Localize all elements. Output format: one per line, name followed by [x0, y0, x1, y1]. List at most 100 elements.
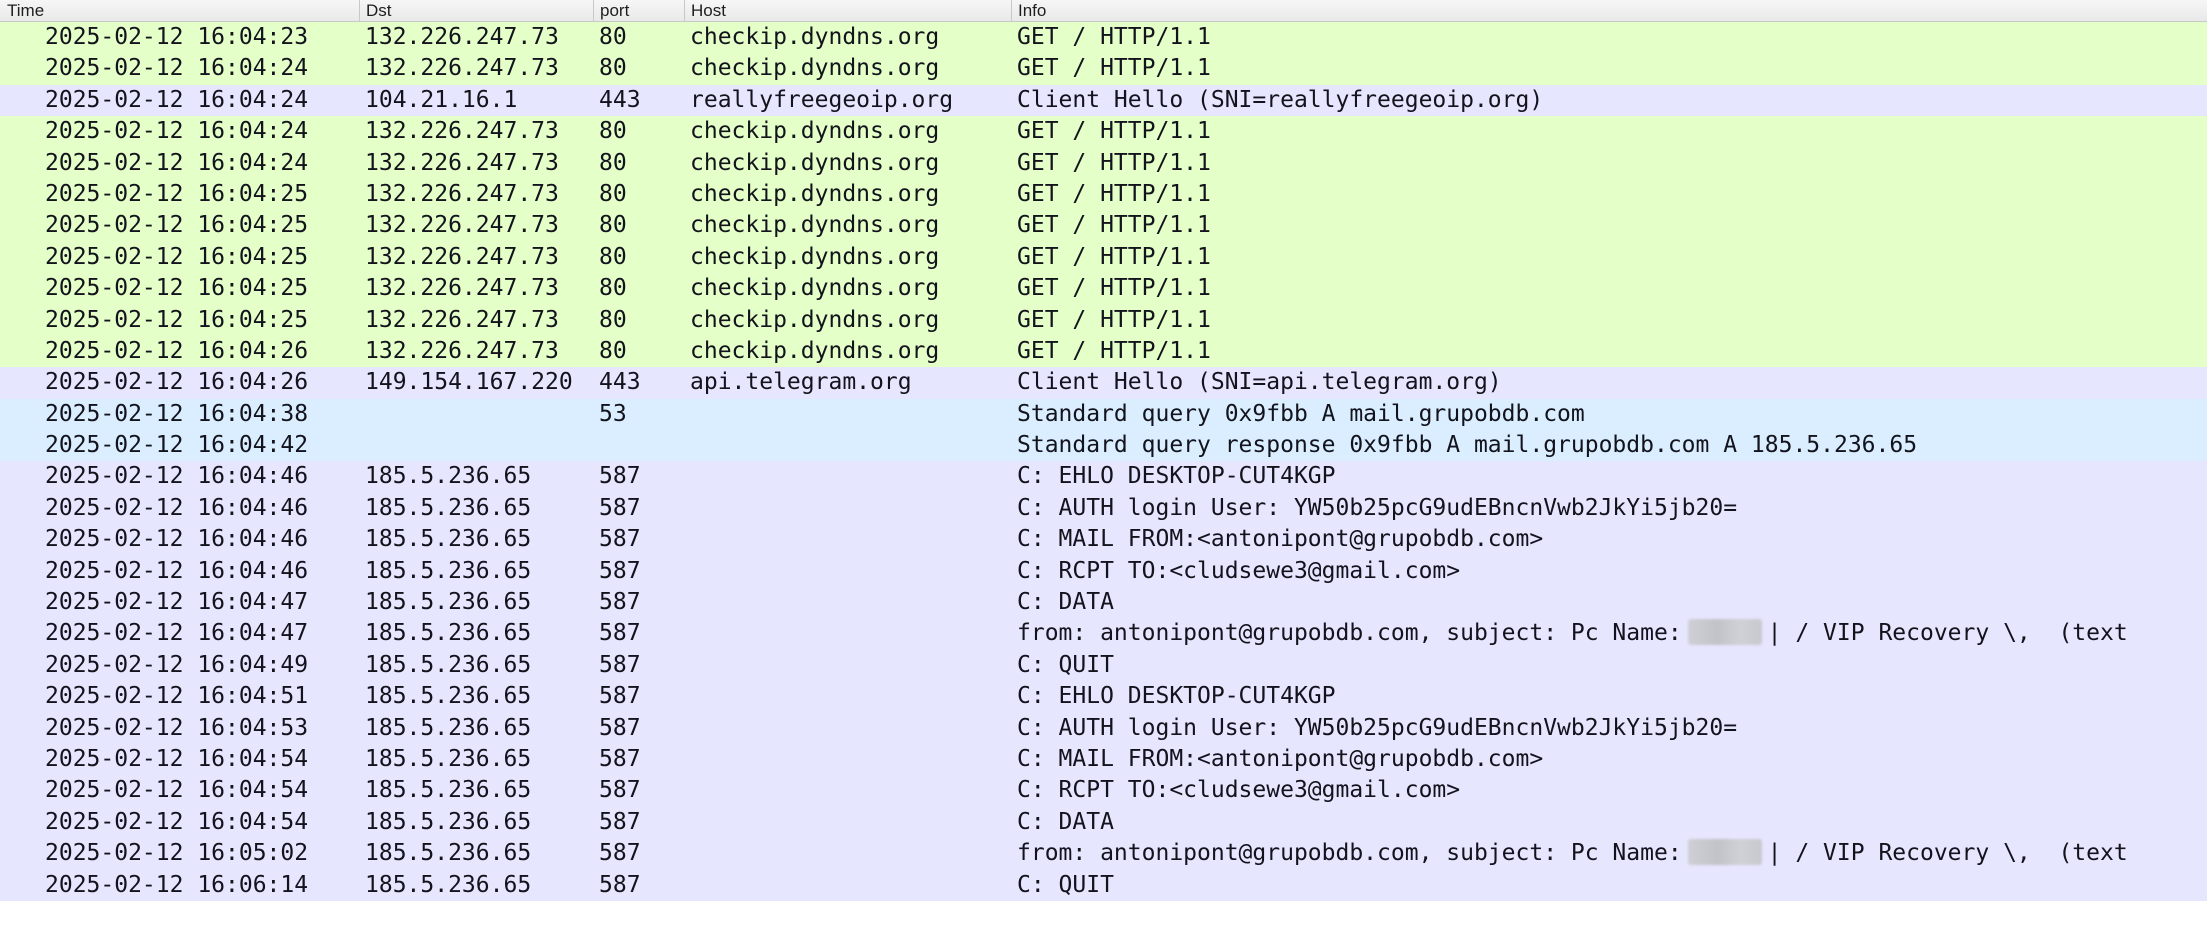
packet-time-cell: 2025-02-12 16:04:47 [45, 589, 309, 616]
packet-dst-cell: 132.226.247.73 [365, 212, 559, 239]
packet-info-text: C: DATA [1017, 808, 1114, 835]
redacted-pc-name [1687, 839, 1762, 866]
packet-port-cell: 80 [599, 212, 627, 239]
packet-time-cell: 2025-02-12 16:04:46 [45, 526, 309, 553]
packet-info-text: GET / HTTP/1.1 [1017, 149, 1211, 176]
packet-info-cell: GET / HTTP/1.1 [1017, 242, 2207, 273]
packet-info-cell: from: antonipont@grupobdb.com, subject: … [1017, 838, 2207, 869]
packet-port-cell: 443 [599, 369, 641, 396]
packet-port-cell: 587 [599, 620, 641, 647]
packet-info-text: GET / HTTP/1.1 [1017, 243, 1211, 270]
packet-time-cell: 2025-02-12 16:04:46 [45, 557, 309, 584]
packet-time-cell: 2025-02-12 16:04:23 [45, 24, 309, 50]
packet-info-text: GET / HTTP/1.1 [1017, 55, 1211, 82]
packet-info-text: from: antonipont@grupobdb.com, subject: … [1017, 840, 1682, 867]
packet-time-cell: 2025-02-12 16:04:25 [45, 275, 309, 302]
packet-port-cell: 587 [599, 589, 641, 616]
packet-host-cell [690, 587, 1013, 618]
packet-info-cell: C: AUTH login User: YW50b25pcG9udEBncnVw… [1017, 493, 2207, 524]
packet-info-text: C: AUTH login User: YW50b25pcG9udEBncnVw… [1017, 494, 1738, 521]
column-header-port[interactable]: port [593, 0, 684, 22]
packet-time-cell: 2025-02-12 16:04:47 [45, 620, 309, 647]
packet-port-cell: 80 [599, 149, 627, 176]
packet-info-text: GET / HTTP/1.1 [1017, 180, 1211, 207]
packet-info-cell: C: RCPT TO:<cludsewe3@gmail.com> [1017, 556, 2207, 587]
packet-dst-cell: 104.21.16.1 [365, 86, 518, 113]
packet-info-cell: C: QUIT [1017, 870, 2207, 901]
packet-time-cell: 2025-02-12 16:04:54 [45, 777, 309, 804]
packet-port-cell: 80 [599, 337, 627, 364]
column-header-time[interactable]: Time [7, 1, 45, 20]
packet-info-cell: Client Hello (SNI=api.telegram.org) [1017, 367, 2207, 398]
packet-info-cell: GET / HTTP/1.1 [1017, 179, 2207, 210]
column-header-info[interactable]: Info [1011, 0, 2207, 22]
packet-dst-cell: 185.5.236.65 [365, 840, 532, 867]
packet-dst-cell: 132.226.247.73 [365, 55, 559, 82]
packet-info-cell: C: AUTH login User: YW50b25pcG9udEBncnVw… [1017, 713, 2207, 744]
packet-port-cell: 587 [599, 526, 641, 553]
column-header-dst[interactable]: Dst [359, 0, 593, 22]
packet-host-cell [690, 838, 1013, 869]
packet-info-tail-text: | / VIP Recovery \, (text [1767, 620, 2128, 647]
packet-info-cell: GET / HTTP/1.1 [1017, 116, 2207, 147]
packet-info-text: Client Hello (SNI=api.telegram.org) [1017, 369, 1502, 396]
packet-dst-cell: 185.5.236.65 [365, 620, 532, 647]
packet-time-cell: 2025-02-12 16:04:24 [45, 149, 309, 176]
column-header-host[interactable]: Host [684, 0, 1011, 22]
packet-time-cell: 2025-02-12 16:04:46 [45, 463, 309, 490]
packet-dst-cell: 185.5.236.65 [365, 526, 532, 553]
packet-info-text: C: QUIT [1017, 651, 1114, 678]
packet-info-tail-text: | / VIP Recovery \, (text [1767, 840, 2128, 867]
packet-dst-cell: 185.5.236.65 [365, 714, 532, 741]
packet-info-text: C: MAIL FROM:<antonipont@grupobdb.com> [1017, 745, 1544, 772]
packet-dst-cell: 185.5.236.65 [365, 683, 532, 710]
packet-port-cell: 587 [599, 808, 641, 835]
packet-time-cell: 2025-02-12 16:04:54 [45, 808, 309, 835]
packet-port-cell: 80 [599, 180, 627, 207]
packet-dst-cell: 132.226.247.73 [365, 118, 559, 145]
packet-port-cell: 80 [599, 24, 627, 50]
packet-port-cell: 587 [599, 494, 641, 521]
packet-host-cell: checkip.dyndns.org [690, 337, 940, 364]
packet-dst-cell [365, 430, 593, 461]
packet-time-cell: 2025-02-12 16:04:24 [45, 86, 309, 113]
packet-info-cell: GET / HTTP/1.1 [1017, 273, 2207, 304]
packet-port-cell: 587 [599, 714, 641, 741]
packet-info-text: Standard query response 0x9fbb A mail.gr… [1017, 432, 1918, 459]
packet-port-cell: 587 [599, 777, 641, 804]
packet-host-cell [690, 650, 1013, 681]
packet-host-cell: checkip.dyndns.org [690, 149, 940, 176]
packet-info-cell: GET / HTTP/1.1 [1017, 22, 2207, 53]
packet-port-cell [599, 430, 684, 461]
packet-time-cell: 2025-02-12 16:04:25 [45, 306, 309, 333]
